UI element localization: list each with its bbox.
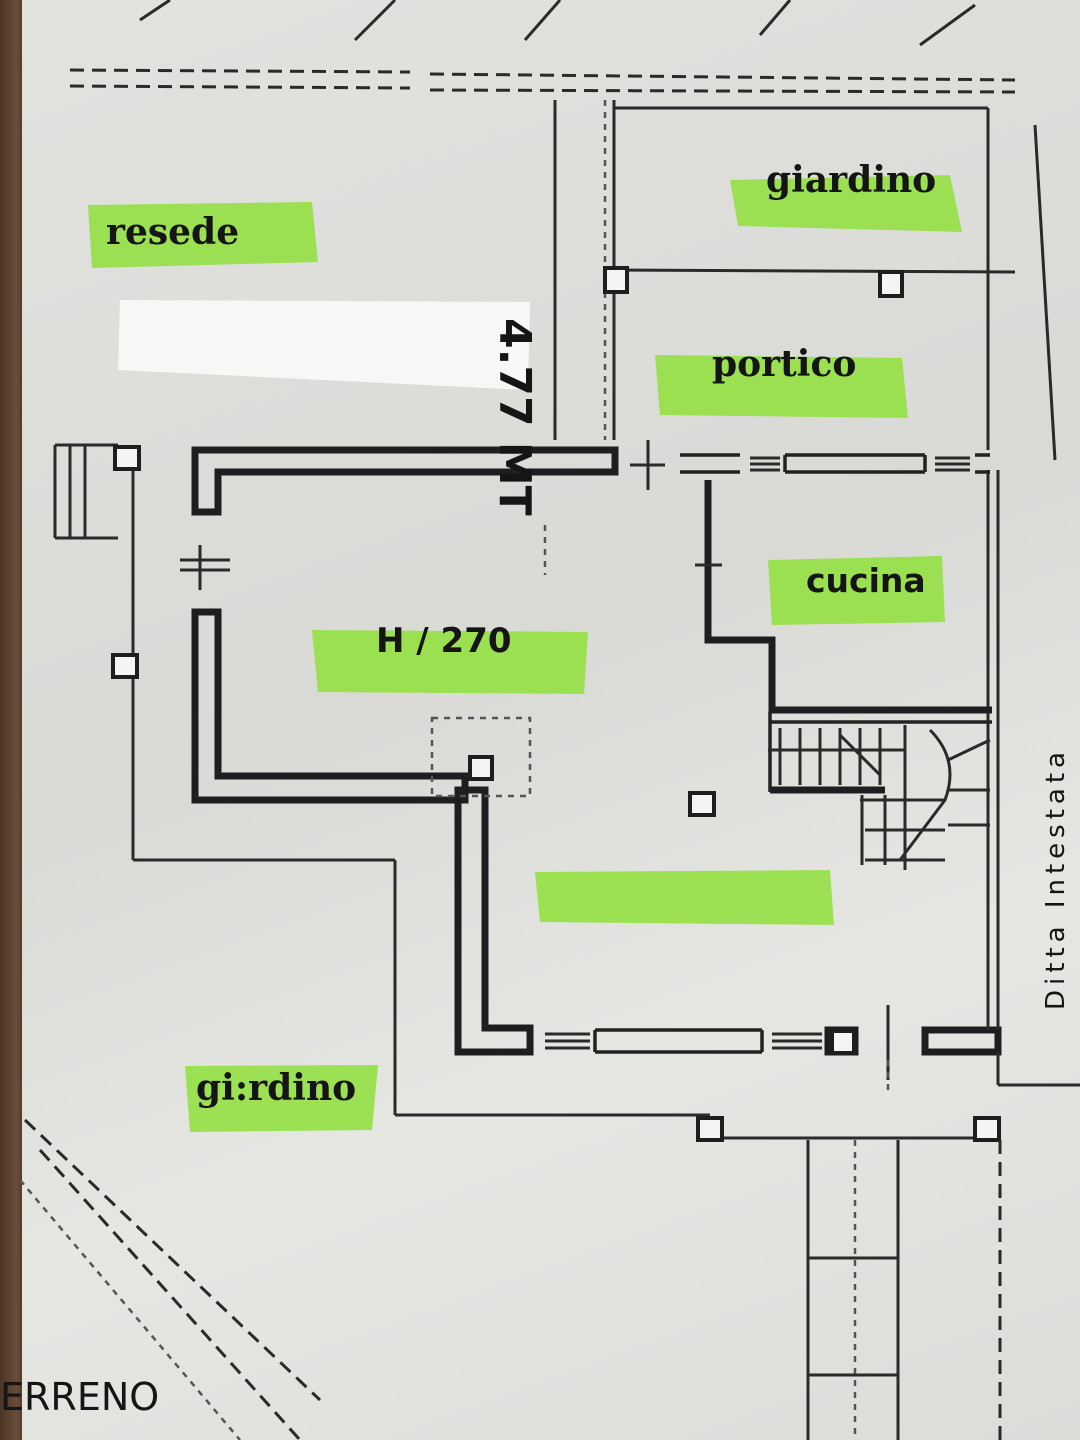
highlight-cucina: [768, 556, 945, 625]
pillar: [696, 1116, 724, 1142]
staircase: [768, 725, 991, 870]
diagonal-boundary: [19, 1118, 322, 1440]
highlight-blank: [535, 870, 834, 925]
label-giardino-bottom: gi:rdino: [196, 1067, 356, 1109]
highlight-soggiorno: [312, 630, 588, 694]
pillar: [603, 266, 629, 294]
pillar: [973, 1116, 1001, 1142]
label-dimension: 4.77 MT: [489, 318, 540, 516]
label-cucina: cucina: [806, 561, 926, 600]
label-giardino-top: giardino: [766, 159, 936, 201]
pillar: [113, 445, 141, 471]
portico-separator: [613, 268, 1016, 274]
pillar: [830, 1029, 856, 1055]
driveway: [806, 1140, 1002, 1440]
label-room-height: H / 270: [376, 621, 512, 661]
window-hatches: [180, 440, 970, 1080]
label-resede: resede: [106, 211, 239, 253]
label-neighbor: Ditta Intestata: [1041, 747, 1071, 1010]
left-veranda: [53, 443, 990, 1140]
label-portico: portico: [712, 343, 856, 385]
column-outline: [430, 716, 532, 798]
pillar: [688, 791, 716, 817]
pillar: [878, 270, 904, 298]
property-boundary-top: [69, 68, 1016, 94]
pillar: [468, 755, 494, 781]
white-out-patch: [118, 300, 530, 390]
label-floor: ERRENO: [0, 1375, 159, 1419]
top-hatching: [139, 0, 976, 47]
wall-line: [1033, 124, 1057, 461]
house-walls: [191, 446, 1080, 1087]
highlight-giardino-top: [730, 175, 962, 232]
highlight-portico: [655, 355, 908, 418]
pillar: [111, 653, 139, 679]
highlight-resede: [88, 202, 318, 268]
highlight-giardino-bottom: [185, 1065, 378, 1132]
